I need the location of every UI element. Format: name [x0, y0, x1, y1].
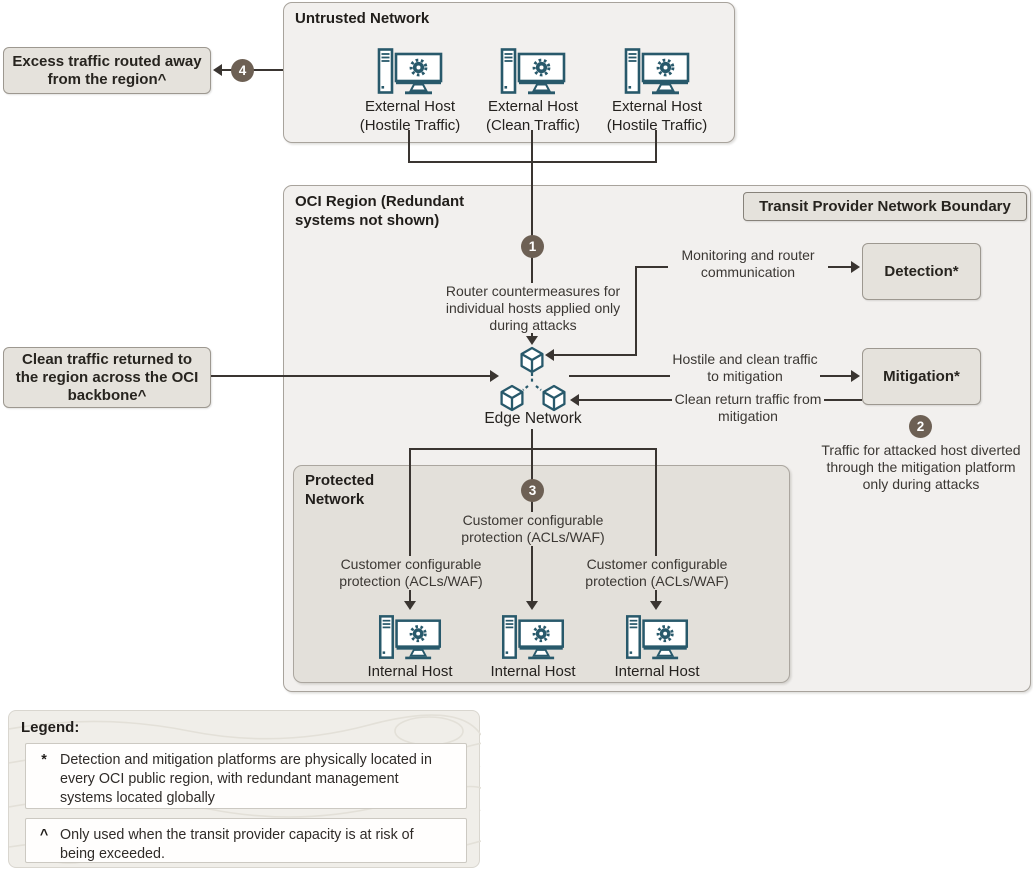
computer-workstation-icon	[625, 614, 689, 660]
clean-return-note-text: Clean traffic returned to the region acr…	[15, 350, 199, 404]
external-host-1-traffic: (Hostile Traffic)	[359, 117, 461, 135]
step1-note: Router countermeasures for individual ho…	[438, 283, 628, 334]
from-mitigation-arrowhead	[570, 394, 579, 406]
step-marker-3: 3	[521, 479, 544, 502]
monitoring-line-bottom	[554, 354, 637, 356]
computer-workstation-icon	[624, 48, 690, 95]
monitoring-arrowhead-edge	[545, 349, 554, 361]
computer-workstation-icon	[501, 614, 565, 660]
internal-host-2-name: Internal Host	[490, 663, 576, 680]
edge-down-line	[531, 429, 533, 450]
step-marker-4: 4	[231, 59, 254, 82]
internal-host-3: Internal Host	[590, 613, 724, 680]
step2-note: Traffic for attacked host diverted throu…	[821, 442, 1021, 492]
mitigation-box: Mitigation*	[862, 348, 981, 405]
acl-label-left: Customer configurable protection (ACLs/W…	[326, 556, 496, 590]
transit-boundary-text: Transit Provider Network Boundary	[759, 197, 1011, 215]
external-host-2: External Host (Clean Traffic)	[466, 46, 600, 135]
detection-box: Detection*	[862, 243, 981, 300]
ingress-line	[531, 130, 533, 336]
excess-traffic-note-text: Excess traffic routed away from the regi…	[12, 52, 202, 88]
mitigation-box-text: Mitigation*	[883, 367, 960, 385]
to-mitigation-flow-label: Hostile and clean traffic to mitigation	[670, 351, 820, 385]
host1-line	[408, 130, 410, 163]
legend-panel: Legend: * Detection and mitigation platf…	[8, 710, 481, 868]
external-host-2-traffic: (Clean Traffic)	[486, 117, 580, 135]
from-mitigation-flow-label: Clean return traffic from mitigation	[672, 391, 824, 425]
oci-region-title: OCI Region (Redundant systems not shown)	[295, 193, 465, 229]
internal-host-2: Internal Host	[466, 613, 600, 680]
legend-symbol-asterisk: *	[41, 752, 47, 768]
clean-in-arrowhead	[490, 370, 499, 382]
acl-label-center: Customer configurable protection (ACLs/W…	[448, 512, 618, 546]
acl-label-right: Customer configurable protection (ACLs/W…	[572, 556, 742, 590]
clean-in-line	[211, 375, 490, 377]
clean-return-note: Clean traffic returned to the region acr…	[3, 347, 211, 408]
edge-network-icon	[500, 346, 566, 412]
untrusted-network-title: Untrusted Network	[295, 10, 430, 27]
computer-workstation-icon	[378, 614, 442, 660]
legend-item-asterisk: * Detection and mitigation platforms are…	[25, 743, 467, 809]
legend-text-caret: Only used when the transit provider capa…	[60, 827, 414, 862]
step-marker-1: 1	[521, 235, 544, 258]
external-host-3: External Host (Hostile Traffic)	[590, 46, 724, 135]
internal-host-1: Internal Host	[343, 613, 477, 680]
legend-item-caret: ^ Only used when the transit provider ca…	[25, 818, 467, 863]
ingress-arrowhead	[526, 336, 538, 345]
protected-split-line	[409, 448, 657, 450]
monitoring-arrowhead-detection	[851, 261, 860, 273]
internal3-arrowhead	[650, 601, 662, 610]
computer-workstation-icon	[500, 48, 566, 95]
internal-host-3-name: Internal Host	[614, 663, 700, 680]
internal-host-1-name: Internal Host	[367, 663, 453, 680]
edge-network-label: Edge Network	[484, 410, 582, 427]
protected-network-title: Protected Network	[305, 472, 375, 508]
detection-box-text: Detection*	[884, 262, 959, 280]
external-host-1: External Host (Hostile Traffic)	[343, 46, 477, 135]
external-host-1-name: External Host	[364, 98, 456, 115]
legend-symbol-caret: ^	[39, 827, 49, 843]
host3-line	[655, 130, 657, 163]
excess-traffic-note: Excess traffic routed away from the regi…	[3, 47, 211, 94]
legend-text-asterisk: Detection and mitigation platforms are p…	[60, 752, 432, 806]
step-marker-2: 2	[909, 415, 932, 438]
excess-arrowhead	[213, 64, 222, 76]
external-host-2-name: External Host	[487, 98, 579, 115]
external-host-3-name: External Host	[611, 98, 703, 115]
transit-boundary-label: Transit Provider Network Boundary	[743, 192, 1027, 221]
external-host-3-traffic: (Hostile Traffic)	[606, 117, 708, 135]
internal1-arrowhead	[404, 601, 416, 610]
computer-workstation-icon	[377, 48, 443, 95]
internal2-arrowhead	[526, 601, 538, 610]
internal3-line	[655, 448, 657, 602]
legend-title: Legend:	[21, 719, 80, 736]
to-mitigation-arrowhead	[851, 370, 860, 382]
internal1-line	[409, 448, 411, 602]
monitoring-flow-label: Monitoring and router communication	[668, 247, 828, 281]
monitoring-line-vertical	[635, 266, 637, 356]
